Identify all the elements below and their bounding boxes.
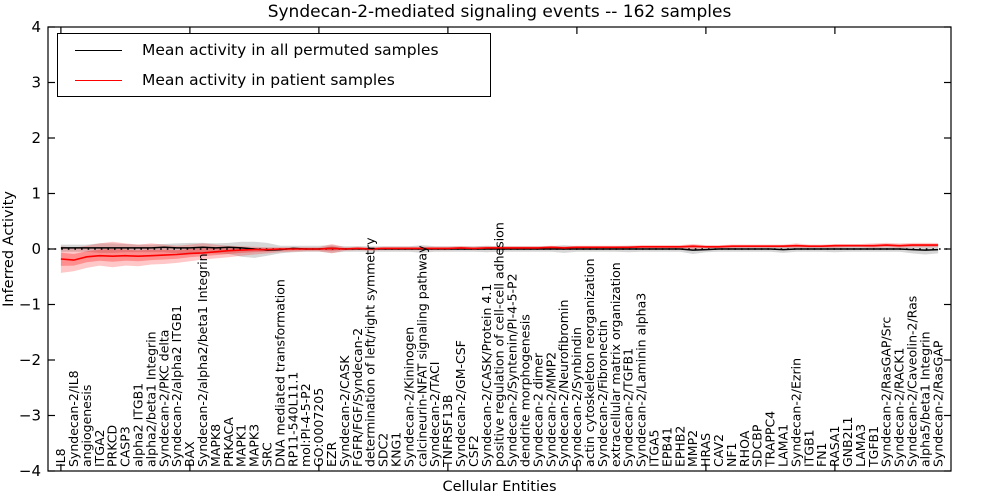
x-tick-label: LAMA1	[776, 424, 791, 467]
x-axis-label: Cellular Entities	[442, 479, 557, 495]
y-tick-label: 0	[31, 240, 41, 258]
x-tick-label: Syndecan-2/TGFB1	[621, 348, 636, 467]
x-tick-label: Syndecan-2/RasGAP/Src	[879, 317, 894, 467]
x-tick-label: calcineurin-NFAT signaling pathway	[414, 245, 429, 467]
x-tick-label: Syndecan-2/Ezrin	[788, 358, 803, 467]
x-tick-label: Syndecan-2/GM-CSF	[453, 340, 468, 467]
x-tick-label: positive regulation of cell-cell adhesio…	[492, 222, 507, 467]
y-tick-label: 1	[31, 185, 41, 203]
x-tick-label: Syndecan-2/TACI	[427, 362, 442, 467]
x-tick-label: MAPK1	[234, 424, 249, 467]
x-tick-label: alpha5/beta1 Integrin	[917, 331, 932, 467]
y-tick-label: 2	[31, 129, 41, 147]
legend-label: Mean activity in all permuted samples	[142, 41, 439, 59]
x-tick-label: KNG1	[389, 432, 404, 467]
x-tick-label: actin cytoskeleton reorganization	[582, 258, 597, 467]
x-tick-label: angiogenesis	[79, 385, 94, 467]
x-tick-label: DNA mediated transformation	[272, 279, 287, 467]
x-tick-label: extracellular matrix organization	[608, 262, 623, 467]
x-tick-label: BAX	[182, 441, 197, 467]
x-tick-label: Syndecan-2/Laminin alpha3	[634, 293, 649, 467]
x-tick-label: Syndecan-2/RACK1	[892, 348, 907, 467]
x-tick-label: ITGA5	[647, 429, 662, 467]
legend-line-sample	[75, 79, 122, 81]
x-tick-label: Syndecan-2/PKC delta	[156, 330, 171, 467]
legend-line-sample	[75, 49, 122, 51]
x-tick-label: MAPK8	[208, 424, 223, 467]
x-tick-label: Syndecan-2/CASK	[337, 355, 352, 467]
x-tick-label: Syndecan-2 dimer	[530, 352, 545, 467]
x-tick-label: mol:PI-4-5-P2	[298, 383, 313, 467]
x-tick-label: MAPK3	[247, 424, 262, 467]
x-tick-label: Syndecan-2/RasGAP	[930, 340, 945, 467]
x-tick-label: alpha2 ITGB1	[131, 383, 146, 467]
x-tick-label: Syndecan-2/CASK/Protein 4.1	[479, 284, 494, 467]
permuted-band	[60, 241, 939, 258]
x-tick-label: TNFRSF13B	[440, 395, 455, 468]
x-tick-label: Syndecan-2/IL8	[66, 370, 81, 467]
x-tick-label: CSF2	[466, 435, 481, 467]
y-tick-label: 3	[31, 74, 41, 92]
legend-label: Mean activity in patient samples	[142, 71, 395, 89]
permuted-mean-line	[60, 246, 939, 251]
x-tick-label: determination of left/right symmetry	[363, 237, 378, 467]
x-tick-label: IL8	[53, 448, 68, 467]
x-tick-label: Syndecan-2/Synbindin	[569, 327, 584, 467]
y-tick-label: 4	[31, 18, 41, 36]
x-tick-label: GO:0007205	[311, 388, 326, 467]
y-tick-label: −3	[19, 407, 41, 425]
x-tick-label: dendrite morphogenesis	[518, 314, 533, 467]
x-tick-label: LAMA3	[853, 424, 868, 467]
x-tick-label: Syndecan-2/Syntenin/PI-4-5-P2	[505, 273, 520, 467]
x-tick-label: Syndecan-2/MMP2	[543, 352, 558, 467]
y-tick-label: −4	[19, 462, 41, 480]
x-tick-label: CAV2	[711, 434, 726, 467]
x-tick-label: EPB41	[659, 427, 674, 467]
x-tick-label: ITGA2	[92, 429, 107, 467]
x-tick-label: Syndecan-2/Kininogen	[401, 327, 416, 467]
x-tick-label: ITGB1	[801, 429, 816, 467]
x-tick-label: alpha2/beta1 Integrin	[143, 331, 158, 467]
y-axis-label: Inferred Activity	[1, 191, 17, 307]
x-tick-label: NF1	[724, 443, 739, 468]
x-tick-label: Syndecan-2/Neurofibromin	[556, 300, 571, 467]
legend-entry: Mean activity in patient samples	[58, 66, 490, 94]
y-tick-label: −2	[19, 351, 41, 369]
x-tick-label: FN1	[814, 443, 829, 468]
x-tick-label: Syndecan-2/alpha2 ITGB1	[169, 305, 184, 467]
x-tick-label: PRKCD	[105, 425, 120, 467]
x-tick-label: MMP2	[685, 430, 700, 467]
x-tick-label: SDC2	[376, 433, 391, 467]
chart-title: Syndecan-2-mediated signaling events -- …	[267, 2, 732, 22]
y-tick-label: −1	[19, 296, 41, 314]
x-tick-label: Syndecan-2/Fibronectin	[595, 320, 610, 467]
x-tick-label: TGFB1	[866, 426, 881, 468]
x-tick-label: RP11-540L11.1	[285, 372, 300, 467]
x-tick-label: HRAS	[698, 433, 713, 467]
x-tick-label: SRC	[260, 442, 275, 467]
x-tick-label: GNB2L1	[840, 417, 855, 467]
x-tick-label: EZR	[324, 442, 339, 467]
x-tick-label: RHOA	[737, 430, 752, 467]
x-tick-label: FGFR/FGF/Syndecan-2	[350, 328, 365, 467]
x-tick-label: Syndecan-2/Caveolin-2/Ras	[905, 296, 920, 467]
x-tick-label: PRKACA	[221, 417, 236, 467]
x-tick-label: SDCBP	[750, 424, 765, 467]
x-tick-label: RASA1	[827, 426, 842, 467]
x-tick-label: CASP3	[118, 426, 133, 467]
x-tick-label: EPHB2	[672, 426, 687, 467]
x-tick-label: TRAPPC4	[763, 411, 778, 468]
patient-mean-line	[60, 244, 939, 261]
legend-entry: Mean activity in all permuted samples	[58, 36, 490, 64]
x-tick-label: Syndecan-2/alpha2/beta1 Integrin	[195, 253, 210, 467]
